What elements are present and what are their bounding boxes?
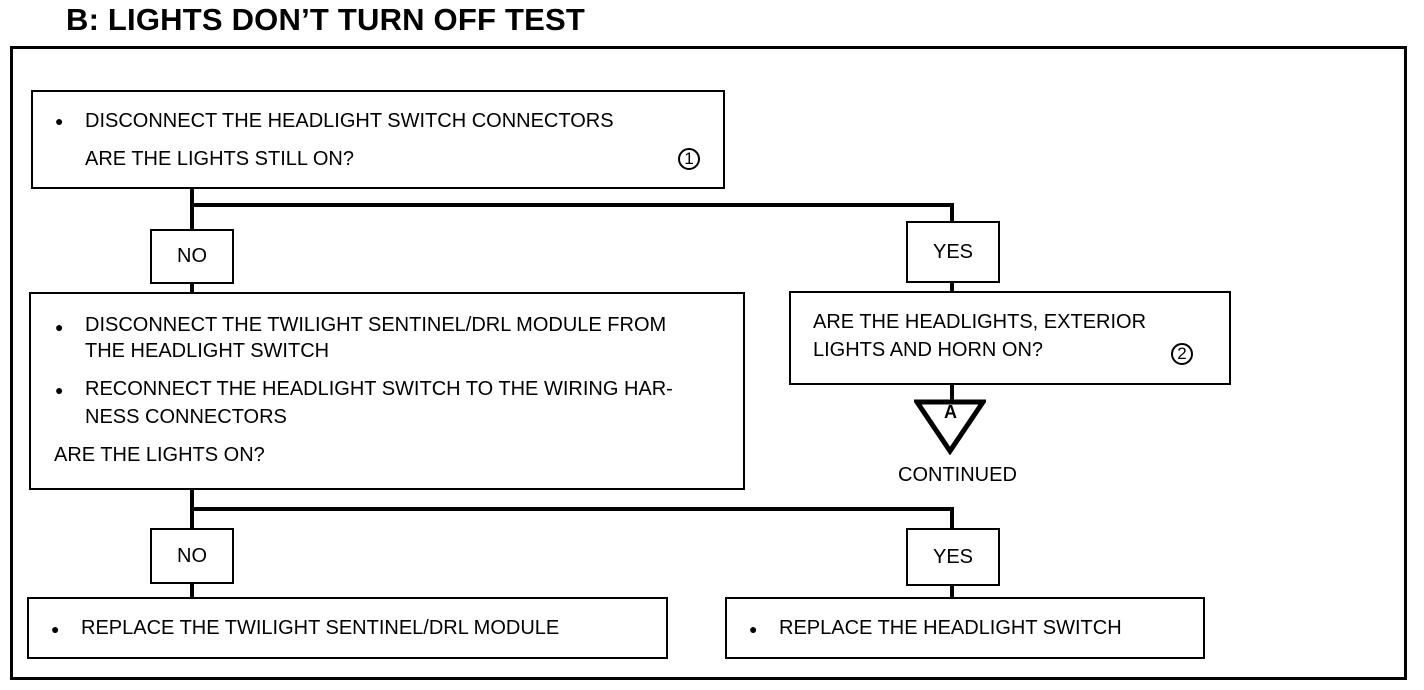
connector-line xyxy=(190,584,194,598)
result-no-box: ● REPLACE THE TWILIGHT SENTINEL/DRL MODU… xyxy=(27,597,668,659)
step1-instruction: DISCONNECT THE HEADLIGHT SWITCH CONNECTO… xyxy=(85,110,614,132)
branch2-no-label: NO xyxy=(150,528,234,584)
page-title: B: LIGHTS DON’T TURN OFF TEST xyxy=(66,2,585,37)
step1-box: ● DISCONNECT THE HEADLIGHT SWITCH CONNEC… xyxy=(31,90,725,189)
step-ref-2-icon: 2 xyxy=(1171,343,1193,365)
bullet-icon: ● xyxy=(55,382,64,398)
continued-connector-triangle-icon xyxy=(914,399,986,455)
result-no-text: REPLACE THE TWILIGHT SENTINEL/DRL MODULE xyxy=(81,617,560,639)
flowchart-frame xyxy=(10,46,1407,680)
branch1-no-label: NO xyxy=(150,229,234,284)
step2-question: ARE THE LIGHTS ON? xyxy=(54,444,265,466)
connector-caption: CONTINUED xyxy=(898,464,1017,486)
step3-question-line1: ARE THE HEADLIGHTS, EXTERIOR xyxy=(813,311,1147,333)
step2-box: ● DISCONNECT THE TWILIGHT SENTINEL/DRL M… xyxy=(29,292,745,490)
bullet-icon: ● xyxy=(51,621,60,637)
connector-line xyxy=(950,283,954,292)
step2-instruction2-line1: RECONNECT THE HEADLIGHT SWITCH TO THE WI… xyxy=(85,378,673,400)
branch2-yes-label: YES xyxy=(906,528,1000,586)
branch1-yes-label: YES xyxy=(906,221,1000,283)
step2-instruction1-line1: DISCONNECT THE TWILIGHT SENTINEL/DRL MOD… xyxy=(85,314,667,336)
connector-line xyxy=(190,507,954,511)
connector-line xyxy=(950,203,954,222)
connector-line xyxy=(190,203,954,207)
result-yes-box: ● REPLACE THE HEADLIGHT SWITCH xyxy=(725,597,1205,659)
step2-instruction2-line2: NESS CONNECTORS xyxy=(85,406,287,428)
step2-instruction1-line2: THE HEADLIGHT SWITCH xyxy=(85,340,330,362)
connector-line xyxy=(190,284,194,294)
connector-line xyxy=(950,586,954,598)
step1-question: ARE THE LIGHTS STILL ON? xyxy=(85,148,354,170)
step-ref-1-icon: 1 xyxy=(678,148,700,170)
connector-line xyxy=(190,189,194,231)
bullet-icon: ● xyxy=(749,621,758,637)
connector-line xyxy=(950,507,954,530)
result-yes-text: REPLACE THE HEADLIGHT SWITCH xyxy=(779,617,1122,639)
connector-letter: A xyxy=(944,402,957,422)
bullet-icon: ● xyxy=(55,319,64,335)
step3-box: ARE THE HEADLIGHTS, EXTERIOR LIGHTS AND … xyxy=(789,291,1231,385)
connector-line xyxy=(950,385,954,401)
bullet-icon: ● xyxy=(55,113,64,129)
step3-question-line2: LIGHTS AND HORN ON? xyxy=(813,339,1044,361)
